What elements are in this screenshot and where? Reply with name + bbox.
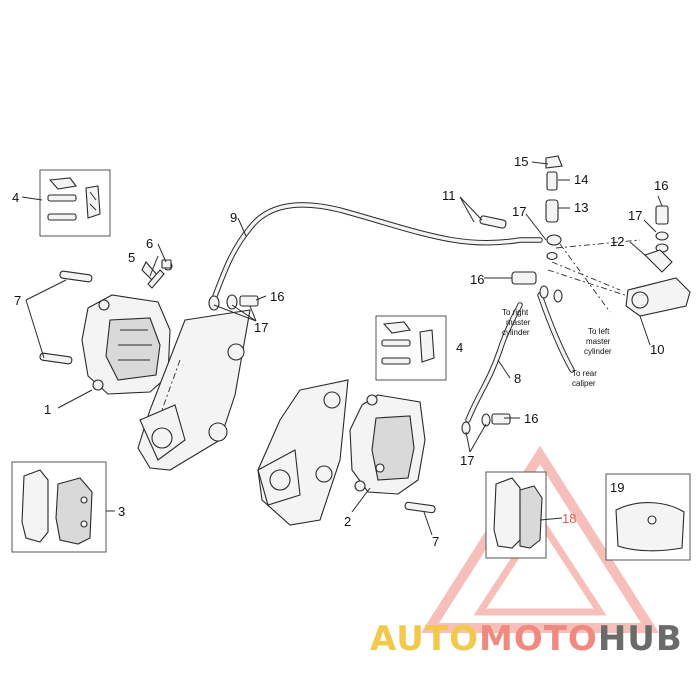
brake-pads-box-18: [485, 471, 547, 559]
bolt-kit-box-right: [375, 315, 447, 381]
watermark-auto: AUTO: [370, 619, 479, 659]
callout-18: 18: [562, 511, 576, 526]
callout-4-right: 4: [456, 340, 463, 355]
bleed-screw: [147, 259, 172, 289]
callout-13: 13: [574, 200, 588, 215]
note-right-master-3: cylinder: [502, 328, 530, 337]
watermark-hub: HUB: [598, 619, 683, 659]
callout-16-bottom: 16: [524, 411, 538, 426]
brake-hose-8: [461, 302, 523, 435]
callout-17-right: 17: [628, 208, 642, 223]
callout-1: 1: [44, 402, 51, 417]
watermark-logo-triangle: [420, 445, 660, 633]
note-left-master-1: To left: [588, 327, 610, 336]
master-cylinder: [625, 205, 691, 317]
callout-19: 19: [610, 480, 624, 495]
callout-10: 10: [650, 342, 664, 357]
left-banjo-fitting: [208, 294, 259, 311]
callout-3: 3: [118, 504, 125, 519]
parts-bag-box-19: [605, 473, 691, 561]
callout-2: 2: [344, 514, 351, 529]
bolt-kit-box-left: [39, 169, 111, 237]
right-fork-leg: [257, 379, 349, 526]
brake-pads-box-3: [11, 461, 107, 553]
left-fork-leg: [137, 309, 251, 471]
callout-17-bottom: 17: [460, 453, 474, 468]
callout-16-left: 16: [270, 289, 284, 304]
svg-text:AUTOMOTOHUB: AUTOMOTOHUB: [370, 619, 683, 659]
callout-16-mid: 16: [470, 272, 484, 287]
leader-lines: [21, 161, 663, 536]
note-right-master-2: master: [506, 318, 531, 327]
callout-numbers: 4 7 1 3 5 6 9 16 17 2 7 4 11 17 16 17 16…: [12, 154, 668, 549]
callout-16-right: 16: [654, 178, 668, 193]
callout-7-right: 7: [432, 534, 439, 549]
callout-17-top: 17: [512, 204, 526, 219]
callout-5: 5: [128, 250, 135, 265]
caliper-bolts-left: [39, 270, 93, 365]
callout-4-left: 4: [12, 190, 19, 205]
note-right-master-1: To right: [502, 308, 529, 317]
left-brake-caliper: [81, 261, 173, 395]
note-left-master-2: master: [586, 337, 611, 346]
right-brake-caliper: [349, 394, 436, 514]
brake-hose-9: [212, 202, 543, 299]
note-left-master-3: cylinder: [584, 347, 612, 356]
note-rear-caliper-2: caliper: [572, 379, 596, 388]
callout-14: 14: [574, 172, 588, 187]
watermark-logo-text: AUTOMOTOHUB: [370, 619, 683, 659]
callout-7-left: 7: [14, 293, 21, 308]
watermark-moto: MOTO: [479, 619, 598, 659]
callout-6: 6: [146, 236, 153, 251]
callout-9: 9: [230, 210, 237, 225]
callout-12: 12: [610, 234, 624, 249]
callout-15: 15: [514, 154, 528, 169]
callout-17-left: 17: [254, 320, 268, 335]
brake-distributor-fittings: [479, 155, 641, 313]
callout-8: 8: [514, 371, 521, 386]
routing-notes: To right master cylinder To left master …: [502, 308, 612, 388]
note-rear-caliper-1: To rear: [572, 369, 597, 378]
callout-11: 11: [442, 188, 456, 203]
brake-hoses-right: [537, 292, 575, 373]
